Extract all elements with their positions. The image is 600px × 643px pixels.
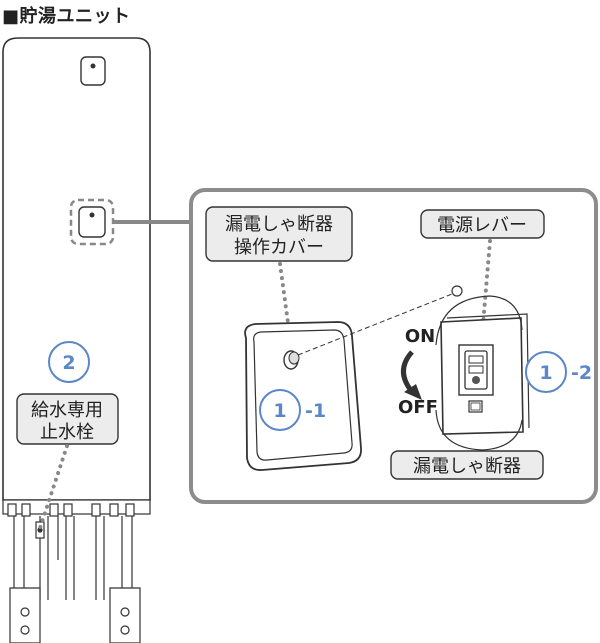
zoom-arc-bottom — [435, 409, 523, 451]
marker-1-2-suffix: -2 — [571, 362, 592, 384]
marker-1-2-number: 1 — [539, 362, 552, 384]
marker-2-number: 2 — [62, 352, 75, 374]
marker-1-1-number: 1 — [273, 400, 286, 422]
screw-hole — [451, 285, 463, 297]
lever-label-text: 電源レバー — [437, 215, 527, 236]
page-title: ■貯湯ユニット — [2, 6, 131, 27]
breaker-cover-small — [78, 206, 106, 238]
marker-1-1-suffix: -1 — [305, 400, 326, 422]
cover-label-line2: 操作カバー — [234, 237, 324, 258]
zoom-arc-top — [435, 295, 523, 346]
marker-1-2: 1 -2 — [525, 351, 592, 393]
top-cover — [80, 56, 106, 86]
breaker-device — [440, 313, 530, 435]
storage-unit — [2, 37, 190, 501]
breaker-label-text: 漏電しゃ断器 — [413, 456, 521, 477]
valve-leader — [38, 444, 69, 530]
cover-label: 漏電しゃ断器 操作カバー — [205, 206, 353, 262]
unit-piping — [2, 499, 151, 643]
marker-1-1: 1 -1 — [259, 389, 326, 431]
operation-cover — [244, 321, 362, 471]
on-text: ON — [405, 326, 435, 347]
lever-label: 電源レバー — [420, 209, 545, 239]
cover-label-line1: 漏電しゃ断器 — [225, 214, 333, 235]
off-text: OFF — [398, 397, 438, 418]
valve-label: 給水専用 止水栓 — [16, 393, 119, 445]
valve-label-line1: 給水専用 — [31, 400, 103, 421]
marker-2: 2 — [48, 341, 90, 383]
valve-label-line2: 止水栓 — [40, 422, 94, 443]
breaker-label: 漏電しゃ断器 — [390, 450, 544, 480]
screw-path — [297, 293, 453, 356]
cover-leader — [278, 262, 294, 354]
on-off-arrowhead — [404, 384, 422, 400]
